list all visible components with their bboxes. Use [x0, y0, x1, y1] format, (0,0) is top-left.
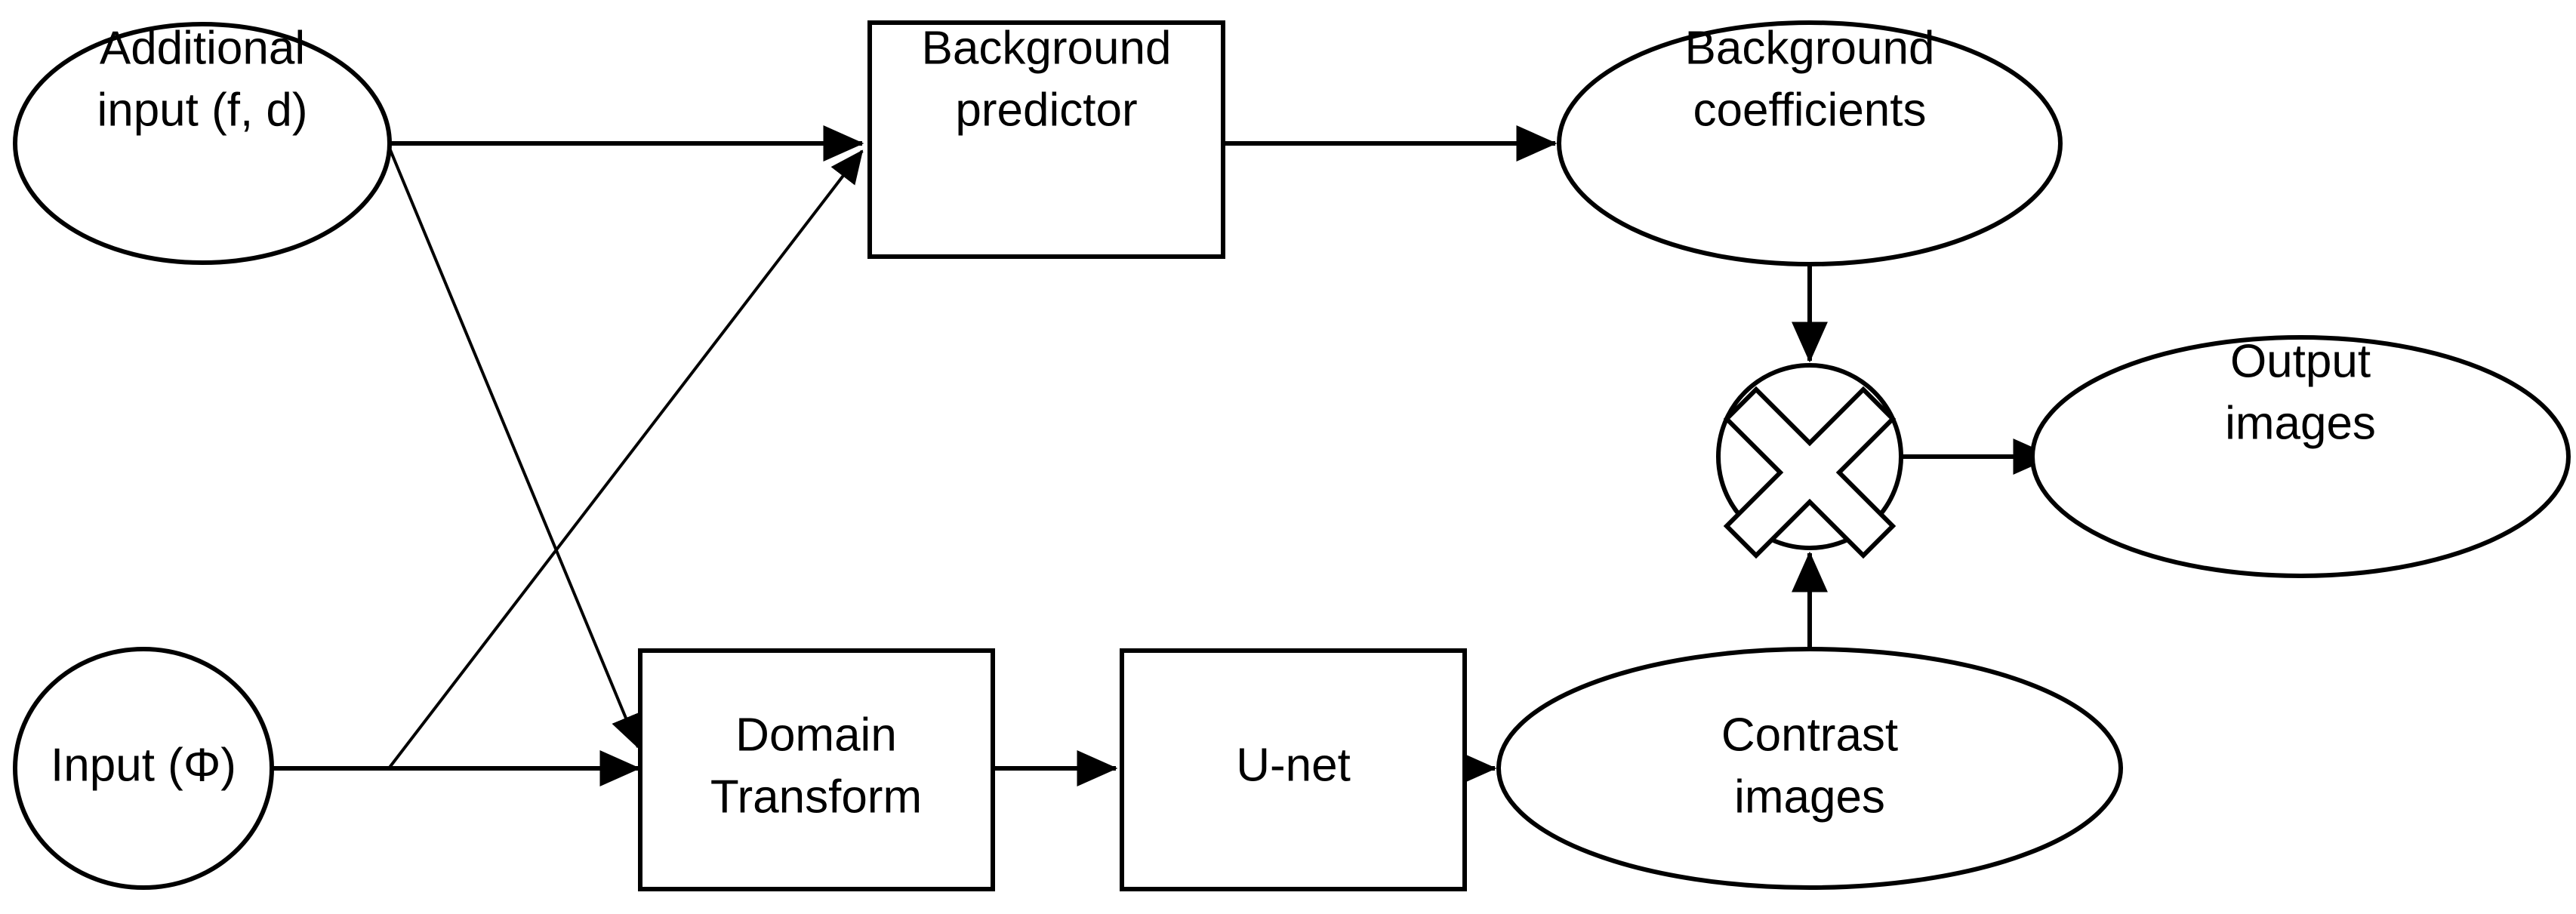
node-input-phi-label: Input (Φ)	[51, 739, 236, 791]
node-background-predictor[interactable]: Background predictor	[867, 20, 1225, 259]
node-background-coefficients-line2: coefficients	[1693, 84, 1926, 136]
node-output-images[interactable]: Output images	[2030, 335, 2571, 578]
node-contrast-images-line1: Contrast	[1721, 709, 1898, 761]
node-additional-input-line1: Additional	[100, 22, 305, 74]
node-background-predictor-line2: predictor	[955, 84, 1137, 136]
node-domain-transform[interactable]: Domain Transform	[638, 648, 995, 891]
edge-inputphi-to-bgpredictor	[387, 149, 864, 770]
multiply-icon	[1723, 386, 1897, 559]
node-input-phi[interactable]: Input (Φ)	[13, 647, 274, 890]
node-u-net-label: U-net	[1236, 739, 1351, 791]
node-output-images-line2: images	[2225, 397, 2376, 449]
node-domain-transform-line2: Transform	[710, 771, 922, 823]
node-background-predictor-line1: Background	[922, 22, 1172, 74]
node-domain-transform-line1: Domain	[735, 709, 897, 761]
node-contrast-images-line2: images	[1734, 771, 1885, 823]
node-background-coefficients-line1: Background	[1685, 22, 1935, 74]
node-multiply-operator[interactable]	[1716, 363, 1903, 559]
node-output-images-line1: Output	[2230, 335, 2371, 387]
node-contrast-images[interactable]: Contrast images	[1496, 647, 2123, 890]
edge-addinput-to-domaintransform	[387, 146, 640, 749]
node-additional-input[interactable]: Additional input (f, d)	[13, 22, 392, 265]
node-u-net[interactable]: U-net	[1120, 648, 1467, 891]
node-additional-input-line2: input (f, d)	[97, 84, 307, 136]
node-background-coefficients[interactable]: Background coefficients	[1557, 20, 2063, 266]
